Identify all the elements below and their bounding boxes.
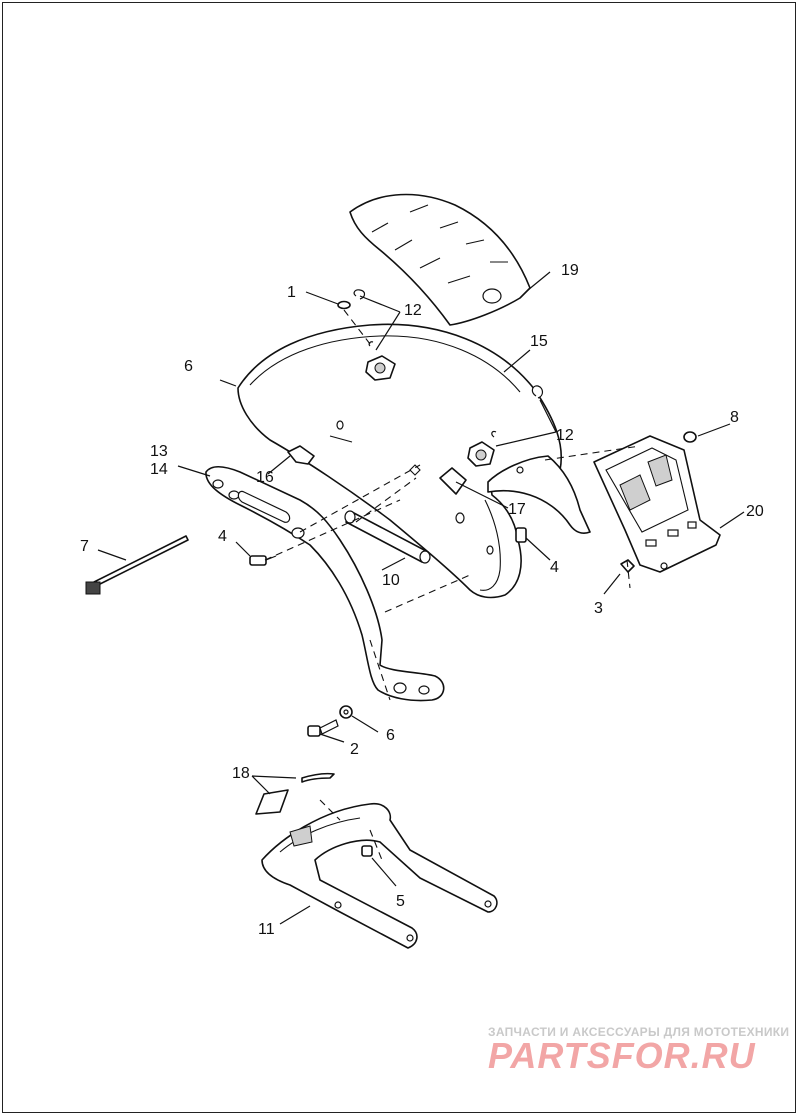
part-5-screw <box>361 845 373 857</box>
callout-3: 3 <box>594 600 603 617</box>
part-8-plug <box>683 431 697 443</box>
leader-lines <box>97 271 745 925</box>
part-2-bolt <box>307 719 339 737</box>
part-16-clip <box>287 445 315 465</box>
callout-13: 13 <box>150 443 168 460</box>
callout-labels: 1 12 19 15 9 12 8 13 14 16 17 20 7 4 4 1… <box>80 262 764 938</box>
callout-20: 20 <box>746 503 764 520</box>
part-18-pad <box>255 772 335 815</box>
part-7-cable-tie <box>85 535 189 595</box>
callout-17: 17 <box>508 501 526 518</box>
callout-7: 7 <box>80 538 89 555</box>
part-17-bracket <box>439 455 591 534</box>
callout-18: 18 <box>232 765 250 782</box>
callout-5: 5 <box>396 893 405 910</box>
callout-16: 16 <box>256 469 274 486</box>
part-20-bracket <box>593 435 721 573</box>
watermark-logo: PARTSFOR.RU <box>488 1035 756 1076</box>
callout-2: 2 <box>350 741 359 758</box>
part-11-support <box>261 802 498 949</box>
callout-4-left: 4 <box>218 528 227 545</box>
callout-14: 14 <box>150 461 168 478</box>
part-12-nut-lower <box>467 385 544 467</box>
part-4-screw-left <box>249 555 277 566</box>
callout-9: 9 <box>184 356 193 373</box>
part-13-14-fender-support <box>205 465 445 702</box>
part-1-plug <box>337 300 351 310</box>
callout-10: 10 <box>382 572 400 589</box>
callout-19: 19 <box>561 262 579 279</box>
assembly-lines <box>264 309 641 861</box>
callout-11: 11 <box>258 921 275 938</box>
watermark: ЗАПЧАСТИ И АКСЕССУАРЫ ДЛЯ МОТОТЕХНИКИ PA… <box>488 1025 789 1076</box>
part-6-washer <box>339 705 353 719</box>
part-12-nut-upper <box>365 355 396 381</box>
callout-12-right: 12 <box>556 427 574 444</box>
part-19-fender-pad <box>349 193 531 326</box>
callout-1: 1 <box>287 284 296 301</box>
callout-12-top: 12 <box>404 302 422 319</box>
part-4-screw-right <box>515 527 527 543</box>
callout-8: 8 <box>730 409 739 426</box>
watermark-tagline: ЗАПЧАСТИ И АКСЕССУАРЫ ДЛЯ МОТОТЕХНИКИ <box>488 1025 789 1039</box>
callout-6: 6 <box>386 727 395 744</box>
part-10-spacer <box>344 510 431 564</box>
callout-15: 15 <box>530 333 548 350</box>
callout-4-right: 4 <box>550 559 559 576</box>
